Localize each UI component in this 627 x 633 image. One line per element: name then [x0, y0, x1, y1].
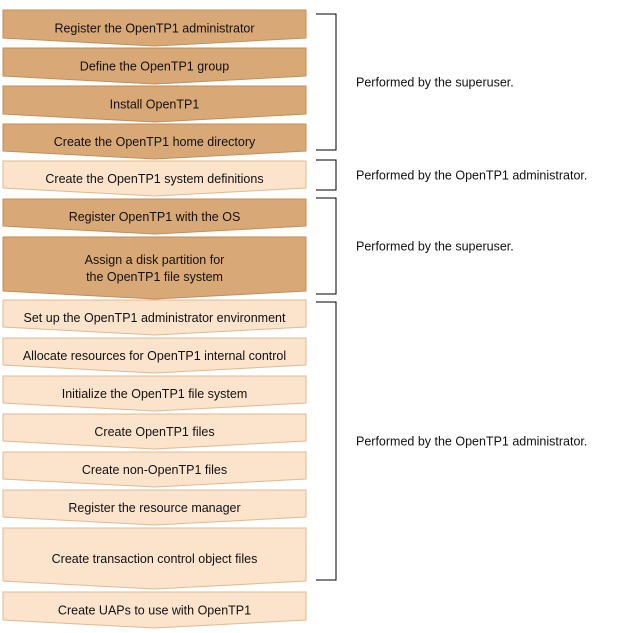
- role-note: Performed by the OpenTP1 administrator.: [356, 435, 587, 449]
- step-label: Initialize the OpenTP1 file system: [62, 387, 248, 401]
- step-chevron: [2, 337, 307, 374]
- step-4: Create the OpenTP1 home directory: [2, 123, 307, 160]
- step-label: Register the OpenTP1 administrator: [54, 22, 254, 36]
- step-label: Create the OpenTP1 home directory: [54, 135, 256, 149]
- step-12: Create non-OpenTP1 files: [2, 451, 307, 488]
- step-label: Assign a disk partition for: [85, 253, 225, 267]
- step-13: Register the resource manager: [2, 489, 307, 526]
- step-chevron: [2, 160, 307, 197]
- step-10: Initialize the OpenTP1 file system: [2, 375, 307, 412]
- step-15: Create UAPs to use with OpenTP1: [2, 591, 307, 629]
- bracket-line: [316, 159, 337, 191]
- step-chevron: [2, 451, 307, 488]
- step-chevron: [2, 47, 307, 85]
- step-chevron: [2, 123, 307, 160]
- role-note: Performed by the superuser.: [356, 76, 514, 90]
- step-1: Register the OpenTP1 administrator: [2, 9, 307, 47]
- bracket-line: [316, 13, 337, 151]
- bracket-line: [316, 301, 337, 581]
- step-chevron: [2, 198, 307, 235]
- step-11: Create OpenTP1 files: [2, 413, 307, 450]
- bracket-line: [316, 197, 337, 295]
- step-label: Install OpenTP1: [110, 98, 200, 112]
- step-chevron: [2, 375, 307, 412]
- step-label: Allocate resources for OpenTP1 internal …: [23, 349, 286, 363]
- step-9: Allocate resources for OpenTP1 internal …: [2, 337, 307, 374]
- step-label: the OpenTP1 file system: [86, 270, 223, 284]
- step-7: Assign a disk partition for the OpenTP1 f…: [2, 236, 307, 300]
- role-note: Performed by the OpenTP1 administrator.: [356, 169, 587, 183]
- step-14: Create transaction control object files: [2, 527, 307, 590]
- step-label: Register the resource manager: [68, 501, 240, 515]
- step-chevron: [2, 9, 307, 47]
- step-label: Create transaction control object files: [52, 552, 258, 566]
- step-label: Create OpenTP1 files: [94, 425, 214, 439]
- step-8: Set up the OpenTP1 administrator environ…: [2, 299, 307, 336]
- step-chevron: [2, 527, 307, 590]
- step-label: Define the OpenTP1 group: [80, 60, 229, 74]
- step-label: Register OpenTP1 with the OS: [69, 210, 241, 224]
- step-6: Register OpenTP1 with the OS: [2, 198, 307, 235]
- step-chevron: [2, 299, 307, 336]
- role-bracket-4: Performed by the OpenTP1 administrator.: [316, 301, 587, 581]
- step-chevron: [2, 591, 307, 629]
- step-label: Set up the OpenTP1 administrator environ…: [24, 311, 286, 325]
- steps-layer: Register the OpenTP1 administratorDefine…: [2, 9, 307, 629]
- step-3: Install OpenTP1: [2, 85, 307, 123]
- step-chevron: [2, 489, 307, 526]
- brackets-layer: Performed by the superuser. Performed by …: [316, 13, 587, 581]
- step-chevron: [2, 413, 307, 450]
- step-5: Create the OpenTP1 system definitions: [2, 160, 307, 197]
- step-chevron: [2, 85, 307, 123]
- role-bracket-3: Performed by the superuser.: [316, 197, 514, 295]
- step-2: Define the OpenTP1 group: [2, 47, 307, 85]
- role-note: Performed by the superuser.: [356, 240, 514, 254]
- step-label: Create UAPs to use with OpenTP1: [58, 604, 251, 618]
- role-bracket-1: Performed by the superuser.: [316, 13, 514, 151]
- role-bracket-2: Performed by the OpenTP1 administrator.: [316, 159, 587, 191]
- step-label: Create non-OpenTP1 files: [82, 463, 227, 477]
- step-chevron: [2, 236, 307, 300]
- step-label: Create the OpenTP1 system definitions: [45, 172, 263, 186]
